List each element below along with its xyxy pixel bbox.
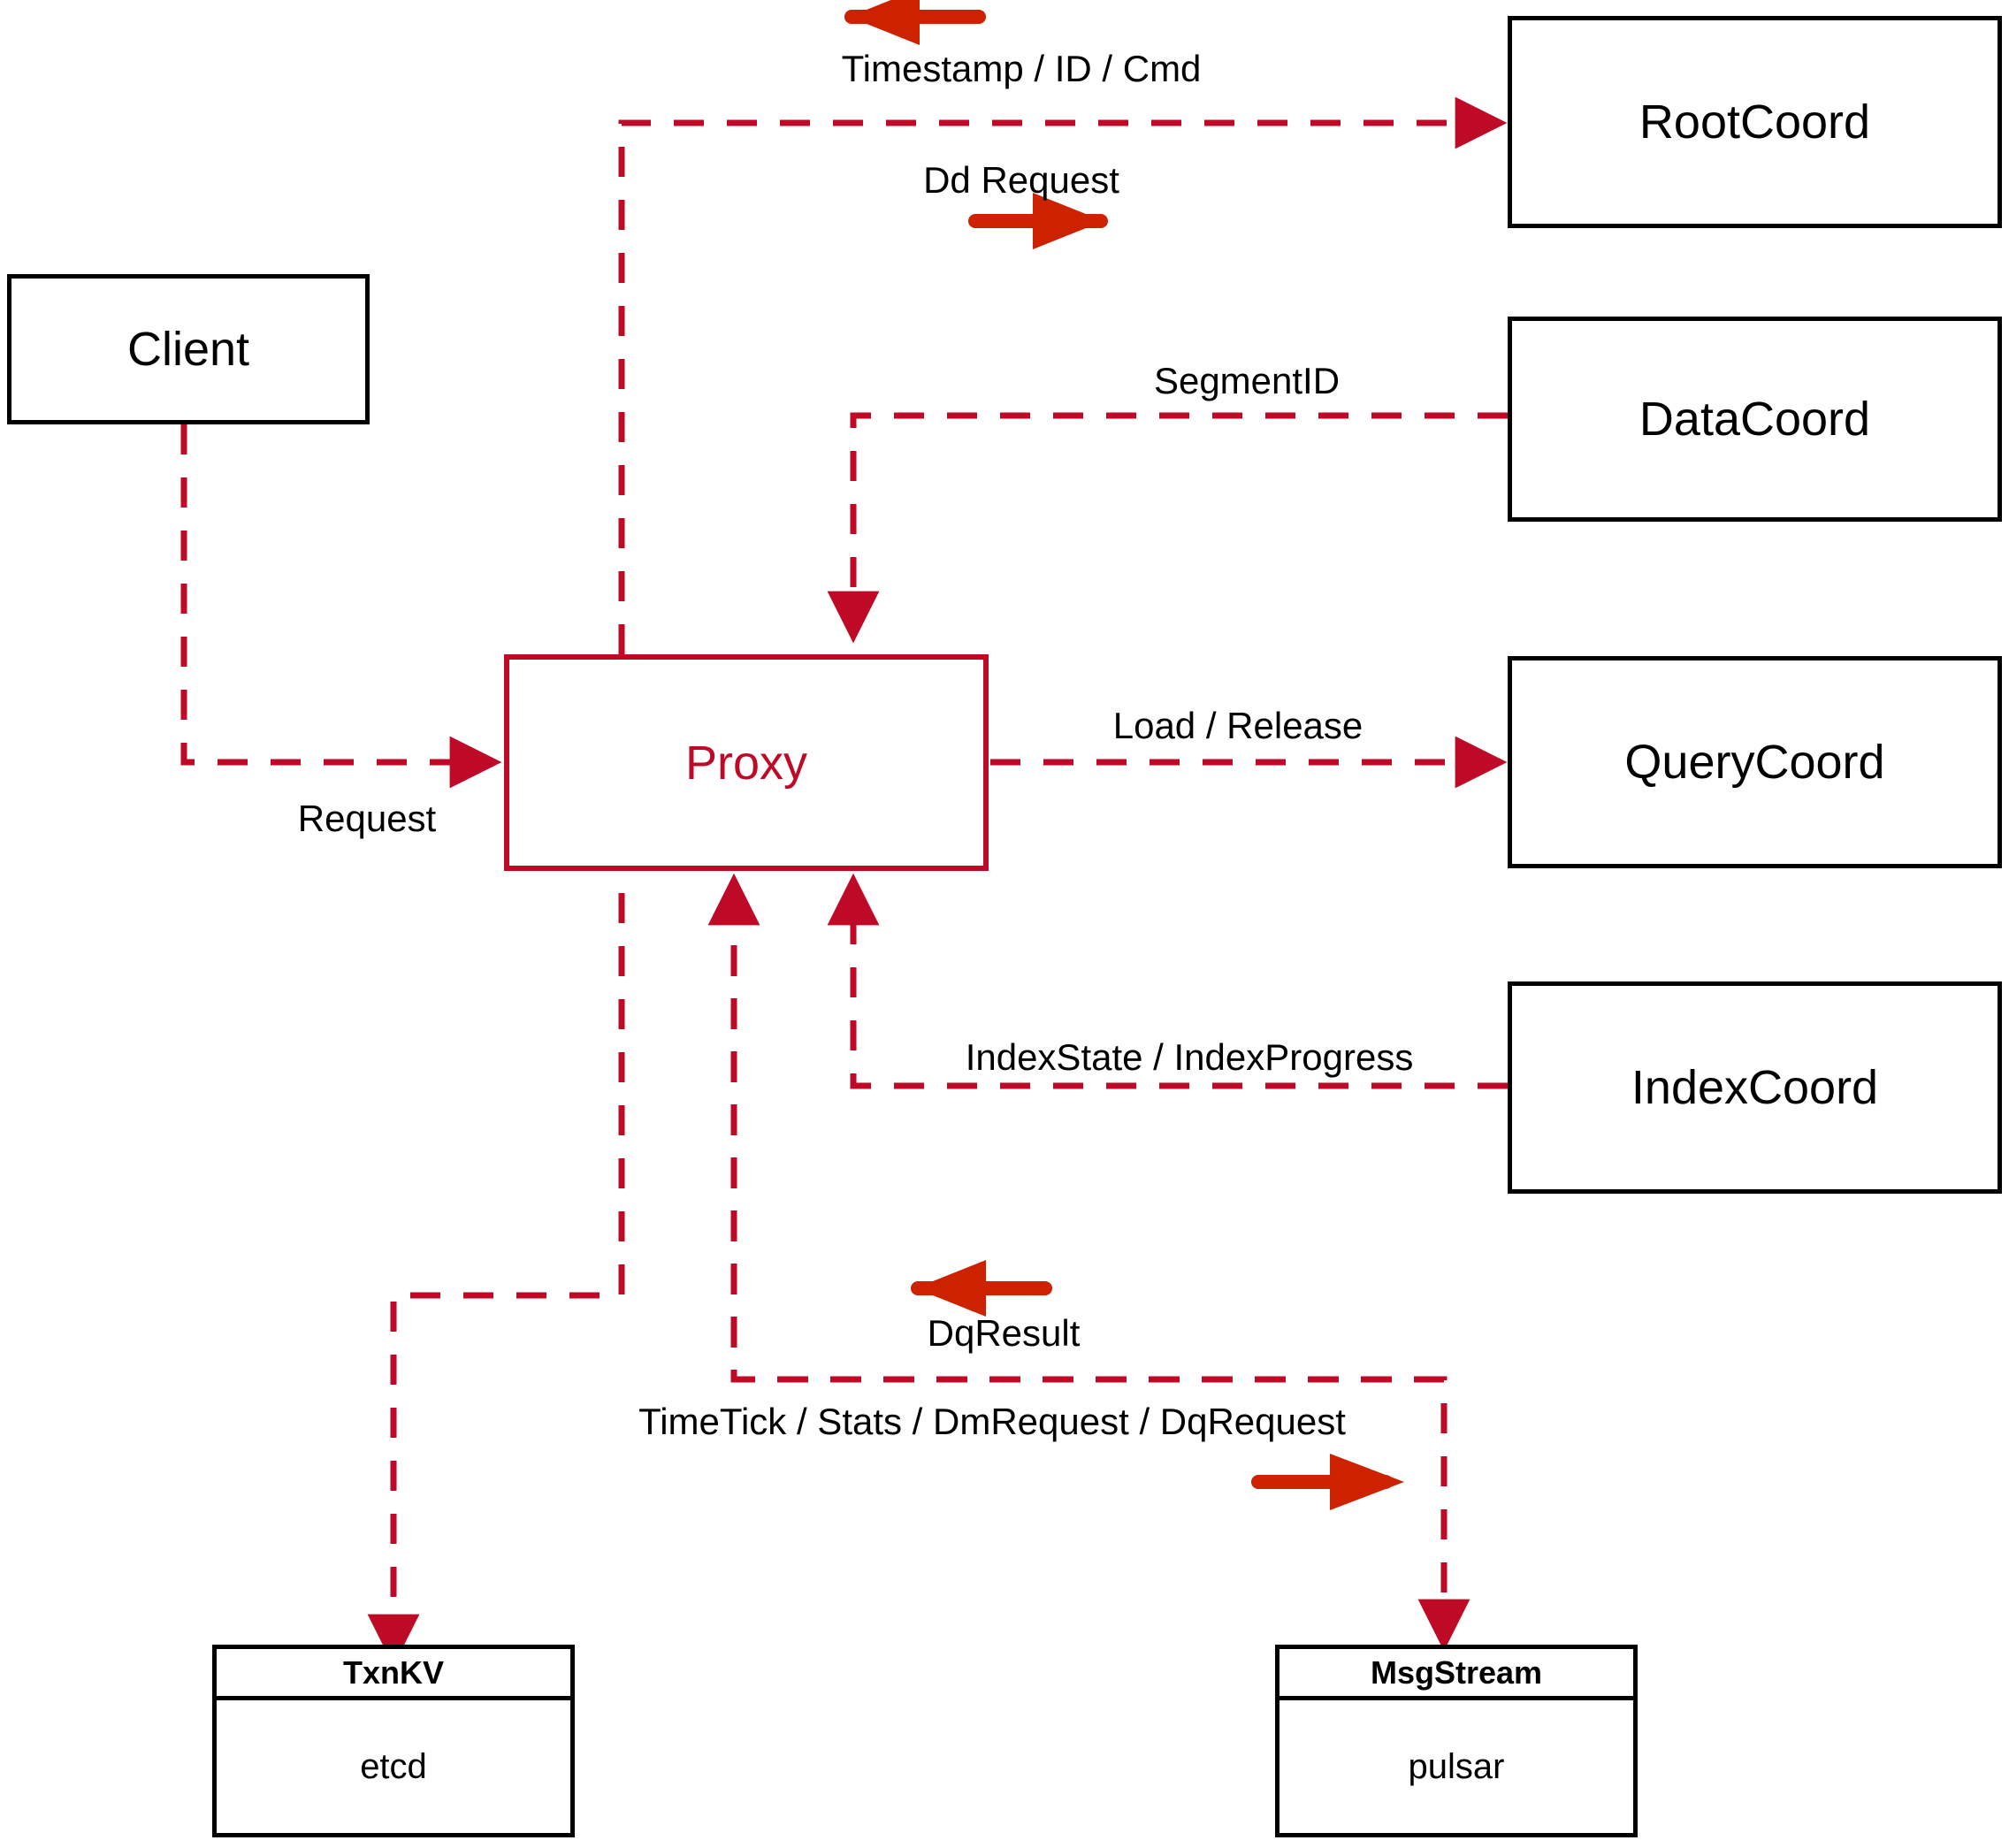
direction-arrow-dd-request-right: [968, 193, 1108, 249]
node-proxy-label: Proxy: [684, 736, 808, 790]
node-data-coord[interactable]: DataCoord: [1508, 317, 2002, 522]
edge-label-timestamp-id-cmd: Timestamp / ID / Cmd: [841, 48, 1202, 89]
direction-arrow-dqrequest-right: [1251, 1454, 1404, 1510]
node-txn-kv-body-label: etcd: [360, 1747, 427, 1786]
node-proxy[interactable]: Proxy: [504, 654, 989, 871]
node-msg-stream-header: MsgStream: [1279, 1649, 1633, 1700]
direction-arrow-dqresult-left: [911, 1260, 1052, 1317]
edge-proxy-txnkv: [367, 893, 625, 1667]
node-index-coord[interactable]: IndexCoord: [1508, 981, 2002, 1194]
edge-label-timetick-stats: TimeTick / Stats / DmRequest / DqRequest: [638, 1401, 1346, 1442]
direction-arrow-layer: [844, 0, 1404, 1510]
node-data-coord-label: DataCoord: [1639, 393, 1871, 446]
edge-proxy-msgstream: [730, 893, 1470, 1652]
node-txn-kv-header-label: TxnKV: [342, 1653, 444, 1691]
edge-msgstream-proxy: [707, 873, 1444, 1383]
edge-proxy-rootcoord: [618, 96, 1508, 654]
edge-client-proxy: [180, 424, 502, 789]
node-msg-stream-body-label: pulsar: [1408, 1747, 1505, 1786]
edge-label-index-state-progress: IndexState / IndexProgress: [965, 1036, 1414, 1078]
node-query-coord-label: QueryCoord: [1624, 736, 1885, 789]
node-txn-kv-header: TxnKV: [217, 1649, 570, 1700]
node-query-coord[interactable]: QueryCoord: [1508, 656, 2002, 868]
direction-arrow-timestamp-left: [844, 0, 986, 45]
edge-datacoord-proxy: [827, 412, 1508, 644]
node-client-label: Client: [126, 323, 250, 376]
edge-indexcoord-proxy: [827, 873, 1508, 1089]
edge-label-dd-request: Dd Request: [923, 159, 1119, 201]
edge-label-dq-result: DqResult: [927, 1312, 1081, 1354]
edge-label-request: Request: [297, 798, 437, 839]
node-root-coord[interactable]: RootCoord: [1508, 16, 2002, 228]
node-txn-kv-body: etcd: [217, 1700, 570, 1833]
node-index-coord-label: IndexCoord: [1631, 1061, 1879, 1114]
edge-label-load-release: Load / Release: [1112, 705, 1364, 746]
edge-label-segment-id: SegmentID: [1153, 360, 1341, 401]
node-msg-stream-header-label: MsgStream: [1370, 1653, 1543, 1691]
node-msg-stream-body: pulsar: [1279, 1700, 1633, 1833]
node-root-coord-label: RootCoord: [1639, 95, 1871, 149]
node-client[interactable]: Client: [7, 274, 370, 424]
node-msg-stream[interactable]: MsgStream pulsar: [1275, 1645, 1638, 1837]
node-txn-kv[interactable]: TxnKV etcd: [212, 1645, 575, 1837]
